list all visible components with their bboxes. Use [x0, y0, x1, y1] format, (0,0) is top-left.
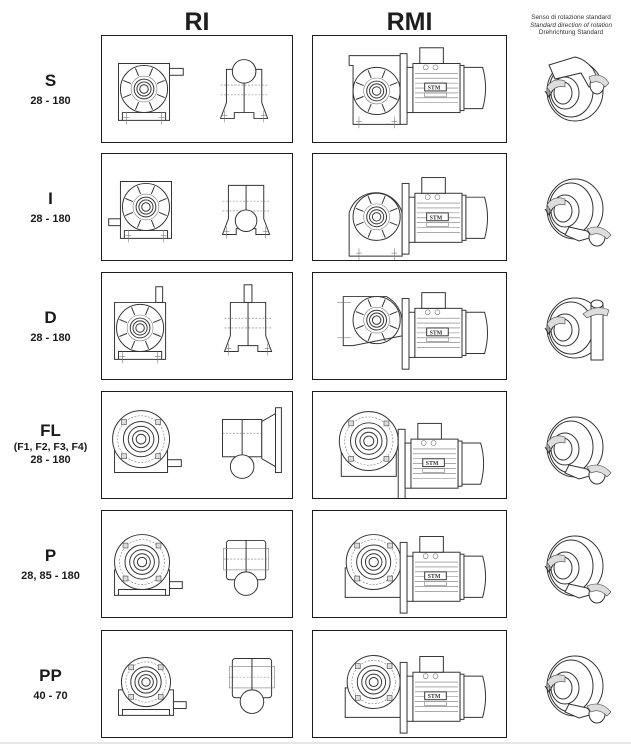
ri-gearbox-diagram: [108, 180, 271, 243]
svg-text:STM: STM: [430, 330, 443, 336]
rotation-direction-icon: [535, 642, 615, 728]
ri-side-view: [221, 184, 271, 239]
rotation-arrow-icon: [544, 297, 610, 361]
rmi-drawing-d: STM: [312, 272, 507, 380]
mounting-code: D: [44, 308, 57, 327]
mounting-label-d: D 28 - 180: [0, 308, 101, 345]
rmi-drawing-pp: STM: [312, 630, 507, 738]
svg-text:STM: STM: [426, 461, 439, 467]
size-range: 28 - 180: [30, 332, 71, 344]
rotation-arrow-icon: [544, 56, 610, 122]
rotation-title-italian: Senso di rotazione standard: [531, 14, 611, 21]
electric-motor: STM: [401, 292, 489, 370]
ri-front-view: [114, 286, 167, 364]
size-range: 28 - 180: [30, 454, 71, 466]
rmi-gearbox: [348, 55, 401, 129]
rotation-arrow-icon: [544, 535, 612, 604]
mounting-flange-variants: (F1, F2, F3, F4): [13, 441, 88, 453]
electric-motor: STM: [401, 177, 489, 255]
rmi-drawing-s: STM: [312, 35, 507, 143]
ri-side-view: [223, 284, 273, 356]
ri-side-view: [222, 407, 282, 479]
ri-gearbox-diagram: [117, 657, 275, 716]
ri-drawing-pp: [101, 630, 293, 738]
rmi-gearbox: [337, 296, 403, 347]
ri-drawing-p: [101, 510, 293, 618]
svg-text:STM: STM: [430, 215, 443, 221]
rmi-gearbox: [348, 192, 403, 260]
mounting-label-s: S 28 - 180: [0, 71, 101, 108]
electric-motor: STM: [399, 47, 487, 125]
ri-gearbox-diagram: [117, 59, 269, 125]
rotation-title-german: Drehrichtung Standard: [538, 29, 604, 37]
rmi-gearmotor-diagram: STM: [337, 292, 489, 370]
mounting-label-pp: PP 40 - 70: [0, 666, 101, 703]
mounting-label-i: I 28 - 180: [0, 189, 101, 226]
ri-front-view: [112, 410, 182, 473]
ri-front-view: [108, 180, 172, 243]
rotation-direction-icon: [535, 284, 615, 370]
rmi-gearbox: [344, 534, 403, 598]
electric-motor: STM: [397, 422, 485, 498]
page-bottom-rule: [0, 742, 631, 744]
column-title-ri: RI: [184, 8, 210, 36]
rmi-gearmotor-diagram: STM: [344, 655, 487, 734]
rotation-direction-icon: [535, 403, 615, 489]
ri-side-view: [229, 657, 275, 714]
size-range: 28, 85 - 180: [21, 570, 80, 582]
rmi-gearbox: [338, 411, 399, 477]
electric-motor: STM: [399, 656, 487, 734]
ri-front-view: [117, 62, 184, 125]
rotation-arrow-icon: [544, 178, 612, 247]
ri-drawing-i: [101, 153, 293, 261]
rmi-gearmotor-diagram: STM: [338, 411, 485, 498]
rmi-gearmotor-diagram: STM: [344, 534, 487, 614]
rotation-direction-icon: [535, 165, 615, 251]
mounting-code: I: [48, 189, 53, 208]
rotation-arrow-icon: [544, 416, 612, 485]
mounting-label-p: P 28, 85 - 180: [0, 546, 101, 583]
ri-side-view: [223, 539, 269, 596]
column-title-rmi: RMI: [386, 8, 433, 36]
mounting-label-fl: FL(F1, F2, F3, F4)28 - 180: [0, 421, 101, 467]
size-range: 28 - 180: [30, 95, 71, 107]
ri-drawing-d: [101, 272, 293, 380]
ri-drawing-s: [101, 35, 293, 143]
rmi-drawing-fl: STM: [312, 391, 507, 499]
rmi-gearbox: [344, 655, 403, 718]
svg-text:STM: STM: [428, 85, 441, 91]
svg-text:STM: STM: [428, 574, 441, 580]
mounting-code: FL: [40, 421, 61, 440]
rotation-arrow-icon: [544, 655, 612, 724]
ri-side-view: [219, 59, 269, 123]
mounting-code: P: [44, 546, 57, 565]
rmi-drawing-p: STM: [312, 510, 507, 618]
rmi-gearmotor-diagram: STM: [348, 47, 487, 129]
svg-text:STM: STM: [428, 694, 441, 700]
size-range: 40 - 70: [33, 690, 68, 702]
rotation-title-english: Standard direction of rotation: [529, 21, 613, 29]
rotation-column-header: Senso di rotazione standard Standard dir…: [514, 14, 628, 37]
rmi-gearmotor-diagram: STM: [348, 177, 489, 260]
mounting-code: PP: [39, 666, 62, 685]
ri-gearbox-diagram: [112, 407, 282, 479]
rotation-direction-icon: [535, 47, 615, 133]
ri-gearbox-diagram: [114, 284, 273, 364]
size-range: 28 - 180: [30, 213, 71, 225]
mounting-code: S: [44, 71, 57, 90]
ri-drawing-fl: [101, 391, 293, 499]
ri-gearbox-diagram: [114, 534, 269, 596]
ri-front-view: [114, 534, 183, 596]
ri-front-view: [117, 657, 187, 716]
rmi-drawing-i: STM: [312, 153, 507, 261]
electric-motor: STM: [399, 536, 487, 614]
rotation-direction-icon: [535, 522, 615, 608]
